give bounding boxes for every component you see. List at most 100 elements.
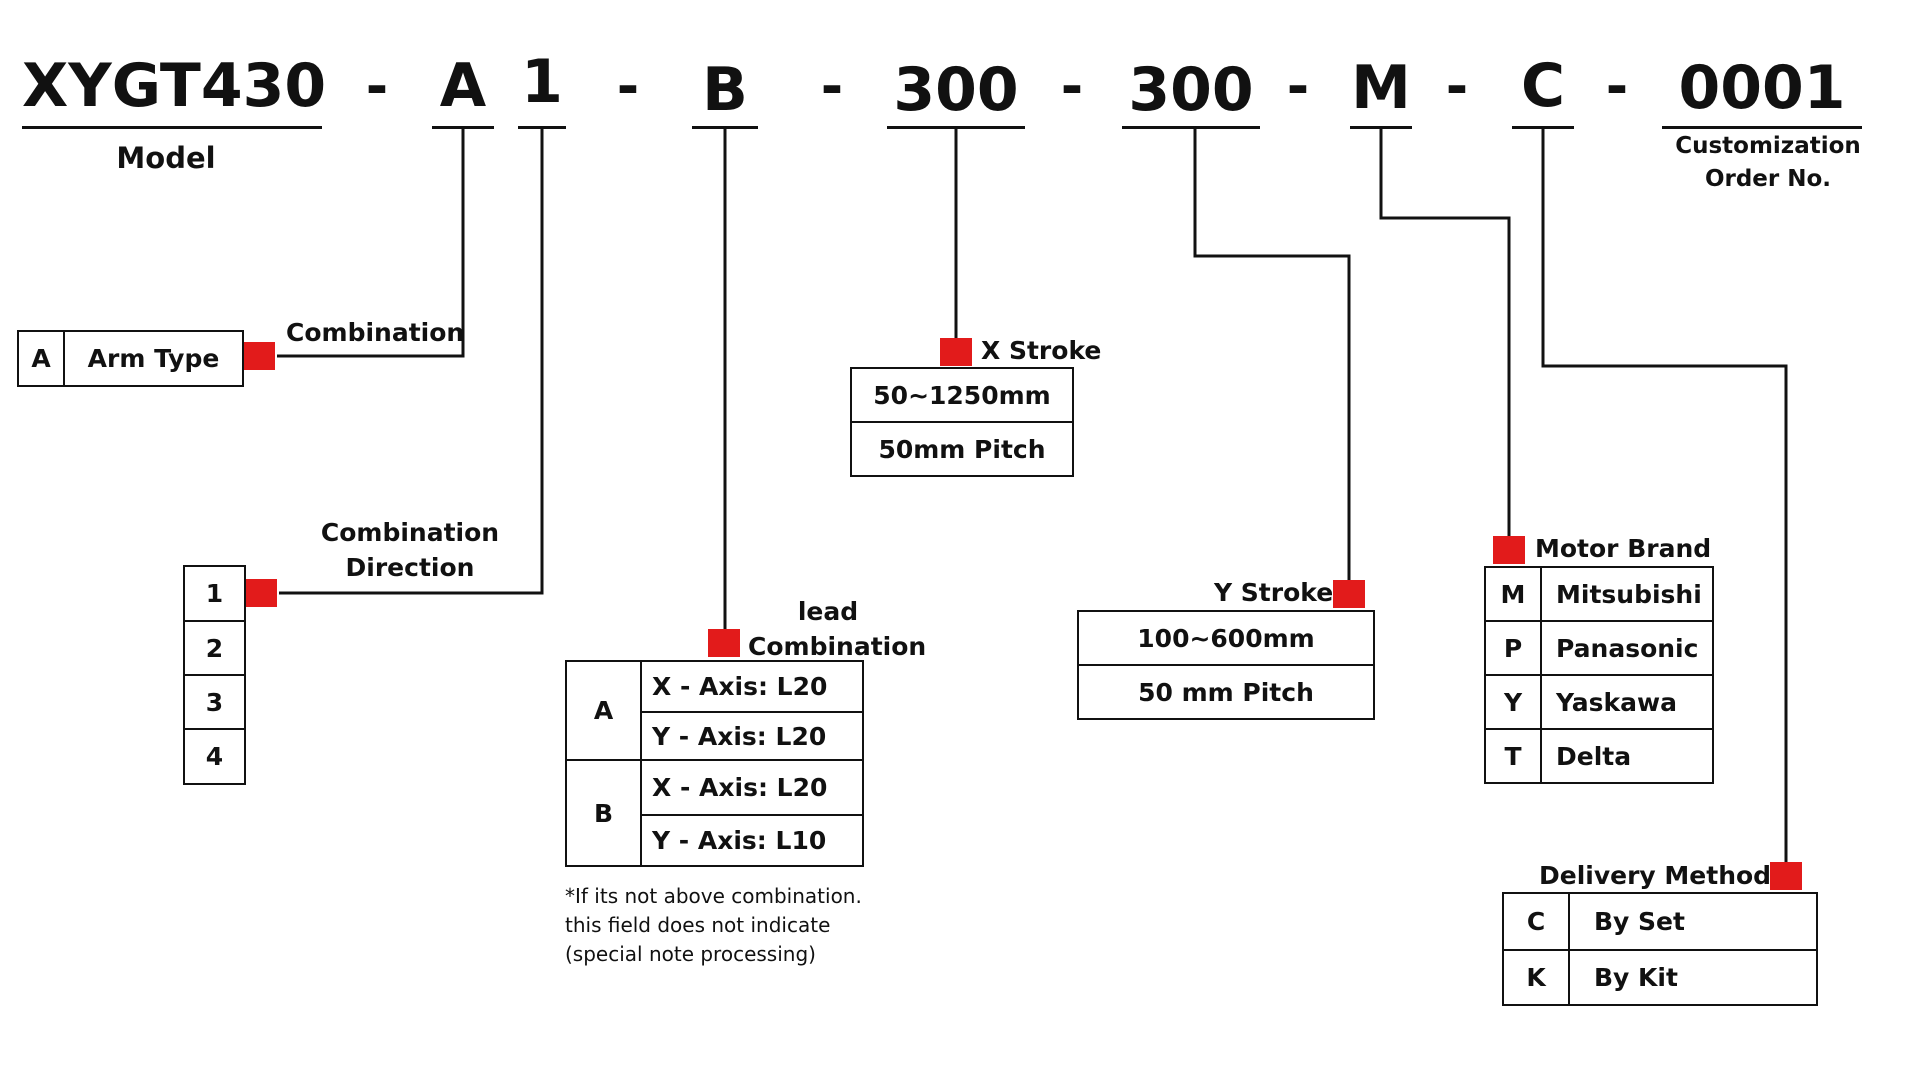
code-arm: A — [439, 51, 487, 121]
code-lead: B — [702, 55, 748, 125]
underline-delivery — [1512, 126, 1574, 129]
lead-code: A — [565, 660, 642, 761]
x-stroke-marker — [940, 338, 972, 366]
x-stroke-range: 50~1250mm — [850, 367, 1074, 423]
code-model: XYGT430 — [22, 51, 327, 121]
table-row: A X - Axis: L20 — [565, 660, 864, 761]
code-delivery: C — [1520, 51, 1566, 121]
underline-model — [22, 126, 322, 129]
y-stroke-pitch: 50 mm Pitch — [1077, 664, 1375, 720]
caption-model: Model — [116, 141, 216, 175]
lead-row: Y - Axis: L20 — [640, 711, 864, 761]
lead-title-line2: Combination — [748, 632, 927, 661]
motor-name: Panasonic — [1540, 620, 1714, 676]
underline-y-stroke — [1122, 126, 1260, 129]
connector-y-stroke — [1193, 128, 1351, 580]
table-row: 1 — [183, 565, 246, 622]
connector-motor — [1379, 128, 1511, 536]
y-stroke-range: 100~600mm — [1077, 610, 1375, 666]
arm-type-title: Combination — [286, 318, 465, 347]
delivery-name: By Kit — [1568, 949, 1818, 1006]
connector-arm-type — [277, 128, 465, 358]
motor-name: Delta — [1540, 728, 1714, 784]
arm-type-marker — [243, 342, 275, 370]
delivery-name: By Set — [1568, 892, 1818, 951]
lead-note-line: (special note processing) — [565, 942, 816, 966]
arm-type-table: A Arm Type — [17, 330, 244, 387]
separator-4: - — [1060, 55, 1084, 118]
separator-3: - — [820, 55, 844, 118]
separator-2: - — [616, 55, 640, 118]
code-direction: 1 — [521, 47, 563, 117]
code-motor: M — [1351, 53, 1411, 123]
table-row: M Mitsubishi — [1484, 566, 1714, 622]
motor-table: M Mitsubishi P Panasonic Y Yaskawa T Del… — [1484, 566, 1714, 784]
table-row: K By Kit — [1502, 949, 1818, 1006]
table-row: 3 — [183, 674, 246, 730]
y-stroke-marker — [1333, 580, 1365, 608]
lead-row: X - Axis: L20 — [640, 660, 864, 713]
lead-row: Y - Axis: L10 — [640, 814, 864, 867]
separator-5: - — [1286, 55, 1310, 118]
table-row: C By Set — [1502, 892, 1818, 951]
table-row: A Arm Type — [17, 330, 244, 387]
code-x-stroke: 300 — [893, 55, 1019, 125]
direction-title: Combination Direction — [300, 515, 520, 585]
table-row: Y - Axis: L20 — [566, 711, 864, 761]
direction-option: 2 — [183, 620, 246, 676]
table-row: Y Yaskawa — [1484, 674, 1714, 730]
lead-code: B — [565, 759, 642, 867]
motor-code: Y — [1484, 674, 1542, 730]
lead-note-line: *If its not above combination. — [565, 884, 862, 908]
x-stroke-pitch: 50mm Pitch — [850, 421, 1074, 477]
arm-type-code: A — [17, 330, 65, 387]
delivery-title: Delivery Method — [1539, 861, 1772, 890]
direction-title-line2: Direction — [345, 553, 475, 582]
x-stroke-table: 50~1250mm 50mm Pitch — [850, 367, 1074, 477]
caption-order-no-line1: Customization — [1675, 133, 1861, 159]
table-row: 50 mm Pitch — [1077, 664, 1375, 720]
lead-note: *If its not above combination. this fiel… — [565, 882, 862, 969]
underline-lead — [692, 126, 758, 129]
delivery-code: C — [1502, 892, 1570, 951]
arm-type-label: Arm Type — [63, 330, 244, 387]
y-stroke-title: Y Stroke — [1214, 578, 1334, 607]
direction-table: 1 2 3 4 — [183, 565, 246, 785]
motor-code: T — [1484, 728, 1542, 784]
motor-name: Mitsubishi — [1540, 566, 1714, 622]
direction-option: 3 — [183, 674, 246, 730]
delivery-code: K — [1502, 949, 1570, 1006]
x-stroke-title: X Stroke — [981, 336, 1102, 365]
caption-order-no-line2: Order No. — [1704, 166, 1832, 193]
motor-code: P — [1484, 620, 1542, 676]
motor-title: Motor Brand — [1535, 534, 1712, 563]
table-row: 2 — [183, 620, 246, 676]
table-row: 50mm Pitch — [850, 421, 1074, 477]
delivery-marker — [1770, 862, 1802, 890]
direction-option: 4 — [183, 728, 246, 785]
table-row: 50~1250mm — [850, 367, 1074, 423]
table-row: Y - Axis: L10 — [566, 814, 864, 867]
caption-order-no: Customization Order No. — [1662, 130, 1874, 197]
table-row: B X - Axis: L20 — [565, 759, 864, 867]
direction-marker — [245, 579, 277, 607]
lead-title-line1: lead — [797, 597, 859, 626]
direction-option: 1 — [183, 565, 246, 622]
underline-x-stroke — [887, 126, 1025, 129]
table-row: P Panasonic — [1484, 620, 1714, 676]
y-stroke-table: 100~600mm 50 mm Pitch — [1077, 610, 1375, 720]
lead-row: X - Axis: L20 — [640, 759, 864, 816]
underline-motor — [1350, 126, 1412, 129]
underline-order-no — [1662, 126, 1862, 129]
underline-arm — [432, 126, 494, 129]
lead-title: lead Combination — [748, 594, 927, 664]
connector-delivery — [1541, 128, 1788, 862]
motor-code: M — [1484, 566, 1542, 622]
underline-direction — [518, 126, 566, 129]
separator-7: - — [1605, 55, 1629, 118]
connector-direction — [279, 128, 544, 595]
code-order-no: 0001 — [1678, 53, 1846, 123]
lead-marker — [708, 629, 740, 657]
